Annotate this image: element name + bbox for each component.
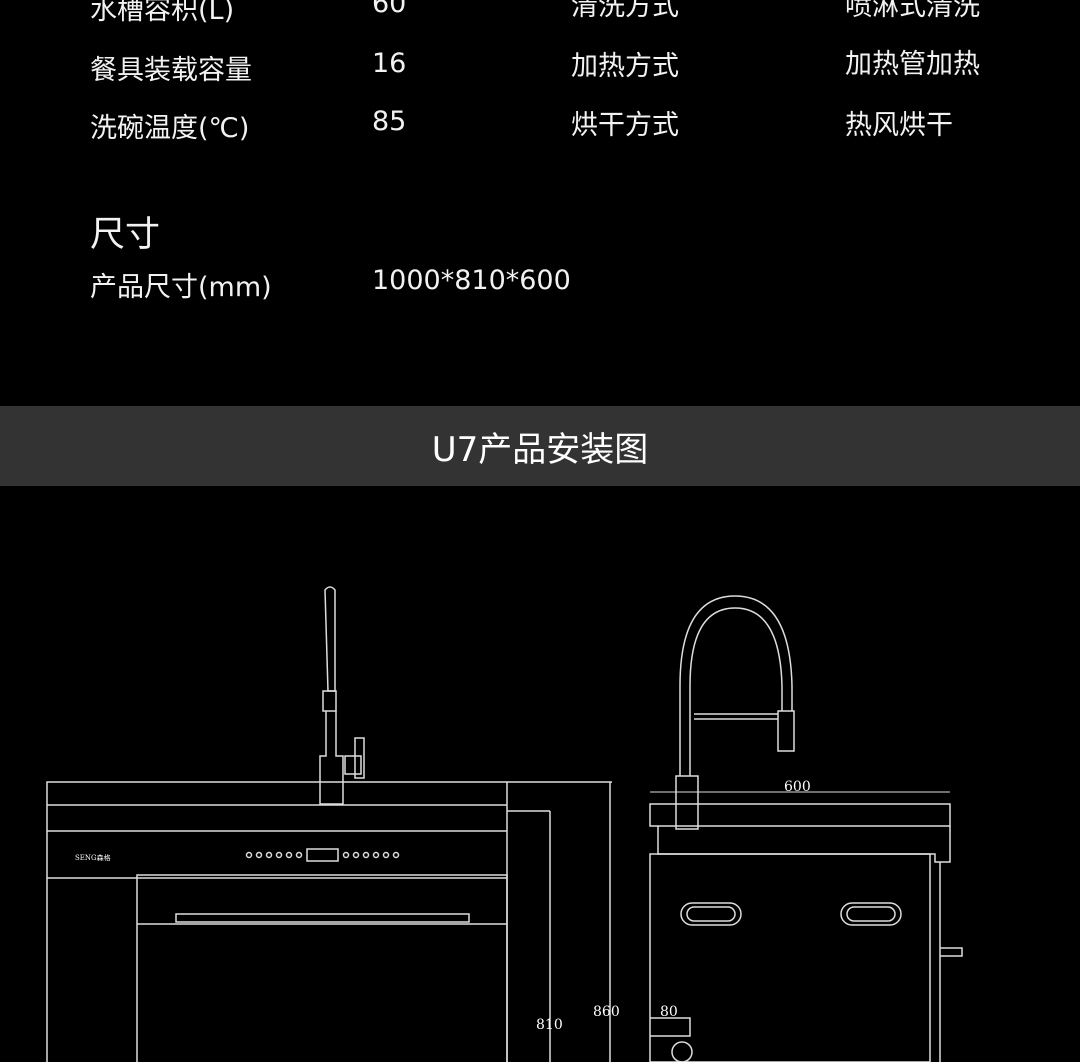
installation-drawing: SENG森格 810 860 600 80 [46,586,963,1062]
control-buttons [245,851,400,859]
spec-value: 加热管加热 [845,49,980,80]
spec-value: 60 [372,0,407,19]
spec-value: 热风烘干 [845,110,953,141]
spec-value: 85 [372,106,407,137]
spec-label: 加热方式 [571,51,679,82]
spec-label: 水槽容积(L) [90,0,235,26]
spec-value: 喷淋式清洗 [845,0,980,22]
banner-title: U7产品安装图 [431,429,649,470]
spec-label: 清洗方式 [571,0,679,22]
dim-860: 860 [593,1004,620,1020]
spec-label: 餐具装载容量 [90,55,252,86]
front-view: SENG森格 810 860 [46,586,620,1062]
faucet-front [319,586,365,805]
size-label: 产品尺寸(mm) [90,272,272,303]
dim-80: 80 [660,1004,678,1020]
install-banner: U7产品安装图 [0,406,1080,486]
spec-value: 16 [372,48,407,79]
size-heading: 尺寸 [90,215,161,255]
brand-logo: SENG森格 [75,853,111,862]
side-view: 600 80 [649,595,963,1062]
spec-label: 洗碗温度(℃) [90,113,250,144]
spec-label: 烘干方式 [571,110,679,141]
size-value: 1000*810*600 [372,265,571,296]
dim-600: 600 [784,779,811,795]
dim-810: 810 [536,1017,563,1033]
